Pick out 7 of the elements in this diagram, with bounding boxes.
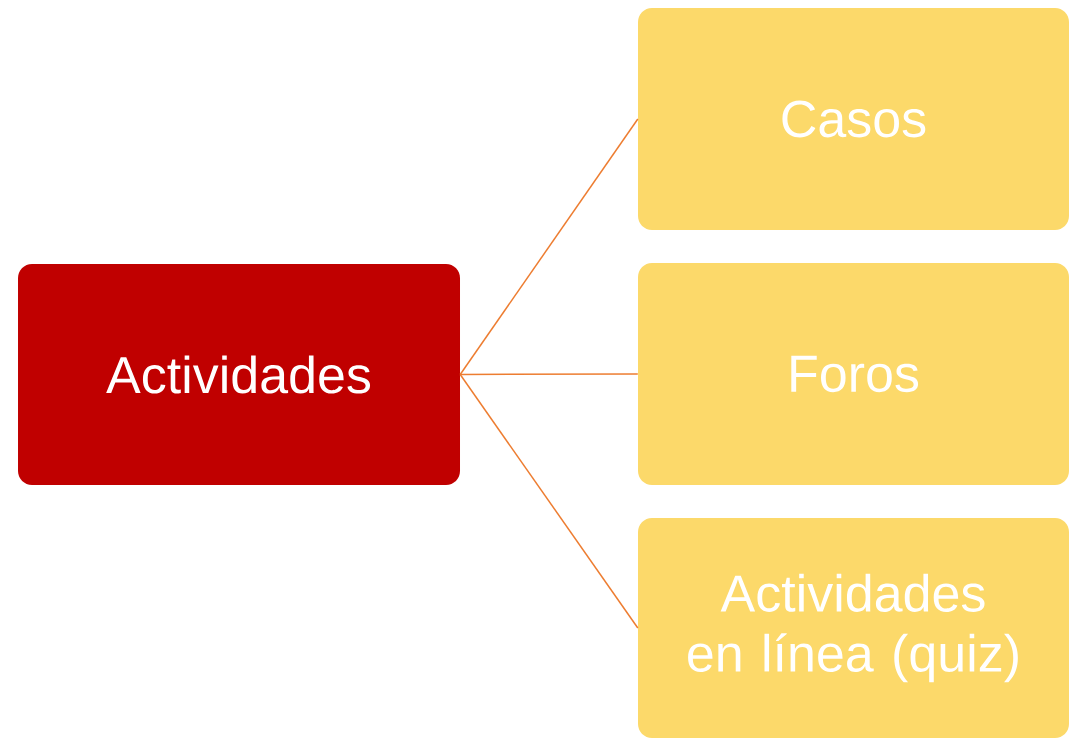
- topic-box: Casos: [638, 8, 1069, 230]
- connector-line: [459, 373, 639, 629]
- root-box: Actividades: [18, 264, 460, 485]
- topic-box: Actividades en línea (quiz): [638, 518, 1069, 738]
- connector-line: [459, 118, 639, 376]
- topic-box: Foros: [638, 263, 1069, 485]
- connector-line: [459, 373, 639, 376]
